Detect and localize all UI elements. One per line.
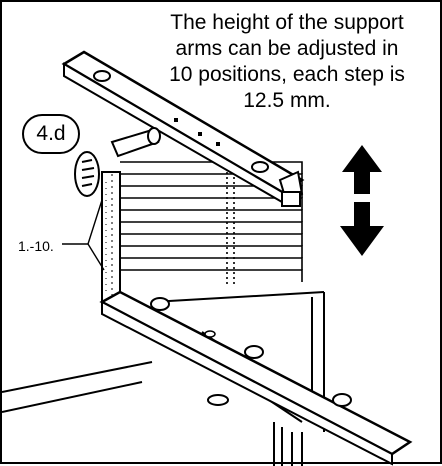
positions-label: 1.-10. (18, 238, 54, 254)
locking-pin (74, 127, 161, 197)
bottom-base-arm (99, 290, 413, 466)
arrow-up-icon (342, 145, 382, 194)
position-leader-lines (62, 199, 105, 271)
caption-line-4: 12.5 mm. (243, 89, 331, 112)
caption-line-2: arms can be adjusted in (175, 37, 399, 60)
step-badge: 4.d (22, 114, 80, 154)
vertical-post (101, 171, 121, 303)
top-support-arm (61, 50, 305, 207)
adjustment-caption: The height of the support arms can be ad… (132, 10, 442, 114)
caption-line-3: 10 positions, each step is (169, 63, 405, 86)
arrow-down-icon (340, 202, 384, 256)
caption-line-1: The height of the support (170, 11, 404, 34)
